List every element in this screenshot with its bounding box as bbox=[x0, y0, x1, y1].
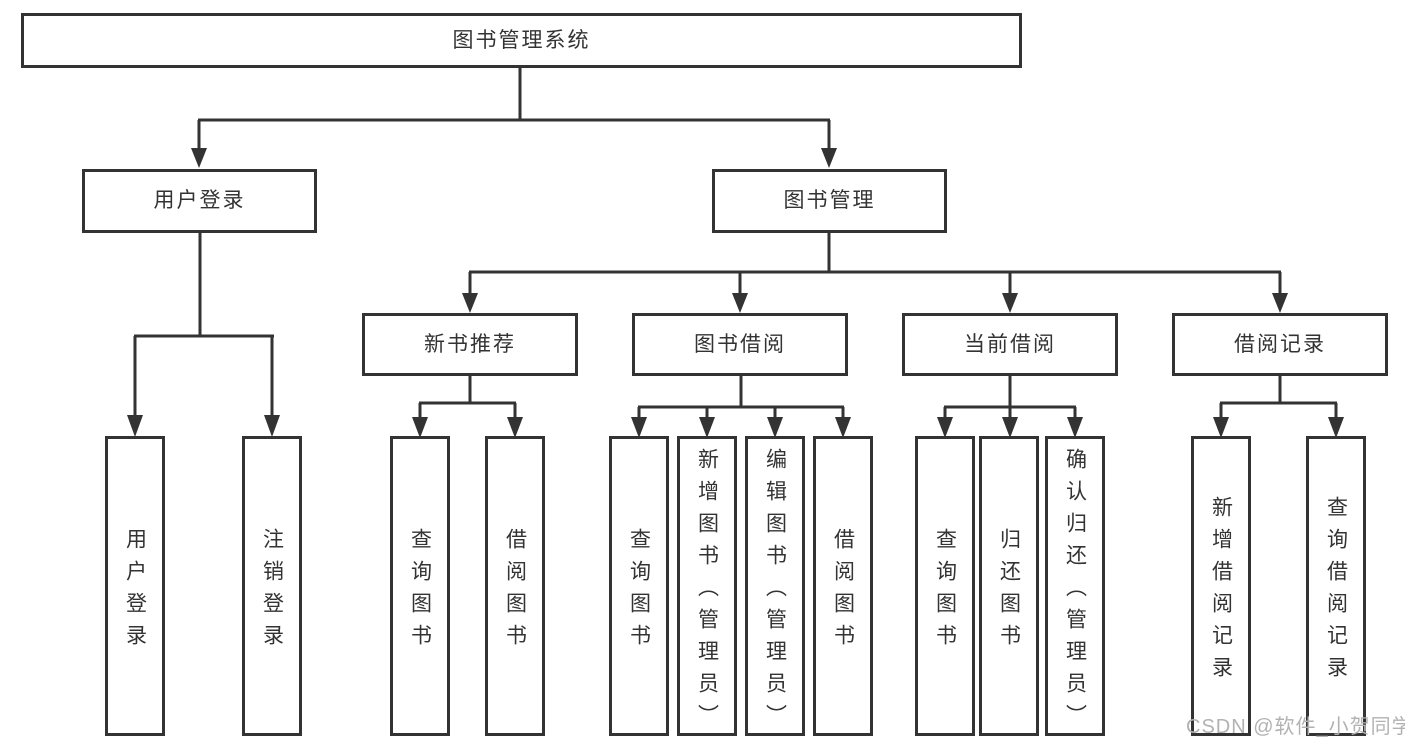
leaf-label: 用户登录 bbox=[123, 527, 147, 656]
leaf-borrow-query-books: 查询图书 bbox=[609, 436, 669, 736]
leaf-label: 注销登录 bbox=[260, 527, 284, 656]
leaf-recommend-query-books: 查询图书 bbox=[390, 436, 450, 736]
node-borrow-records: 借阅记录 bbox=[1172, 313, 1388, 376]
leaf-borrow-borrow-books: 借阅图书 bbox=[813, 436, 873, 736]
leaf-label: 查询图书 bbox=[627, 527, 651, 656]
node-label: 用户登录 bbox=[153, 189, 246, 213]
leaf-recommend-borrow-books: 借阅图书 bbox=[485, 436, 545, 736]
leaf-label: 新增图书（管理员） bbox=[695, 447, 719, 736]
node-label: 新书推荐 bbox=[424, 332, 516, 356]
node-book-management: 图书管理 bbox=[712, 169, 947, 233]
leaf-current-query-books: 查询图书 bbox=[915, 436, 975, 736]
node-label: 图书管理系统 bbox=[452, 28, 591, 52]
node-user-login: 用户登录 bbox=[82, 169, 317, 233]
leaf-borrow-edit-books-admin: 编辑图书（管理员） bbox=[745, 436, 805, 736]
leaf-current-confirm-return-admin: 确认归还（管理员） bbox=[1045, 436, 1105, 736]
leaf-current-return-books: 归还图书 bbox=[979, 436, 1039, 736]
node-root: 图书管理系统 bbox=[21, 13, 1022, 68]
leaf-label: 借阅图书 bbox=[831, 527, 855, 656]
leaf-label: 归还图书 bbox=[997, 527, 1021, 656]
leaf-logout: 注销登录 bbox=[242, 436, 302, 736]
csdn-watermark: CSDN @软件_小贺同学 bbox=[1186, 716, 1405, 738]
leaf-label: 借阅图书 bbox=[503, 527, 527, 656]
leaf-label: 确认归还（管理员） bbox=[1063, 447, 1087, 736]
leaf-user-login: 用户登录 bbox=[105, 436, 165, 736]
leaf-label: 查询图书 bbox=[408, 527, 432, 656]
leaf-label: 编辑图书（管理员） bbox=[763, 447, 787, 736]
node-current-borrow: 当前借阅 bbox=[902, 313, 1118, 376]
leaf-label: 新增借阅记录 bbox=[1209, 495, 1233, 688]
leaf-borrow-add-books-admin: 新增图书（管理员） bbox=[677, 436, 737, 736]
node-book-borrow: 图书借阅 bbox=[632, 313, 848, 376]
leaf-records-query-record: 查询借阅记录 bbox=[1306, 436, 1366, 736]
node-label: 借阅记录 bbox=[1234, 332, 1326, 356]
node-label: 图书借阅 bbox=[694, 332, 786, 356]
node-label: 图书管理 bbox=[783, 189, 876, 213]
node-new-book-recommend: 新书推荐 bbox=[362, 313, 578, 376]
leaf-label: 查询借阅记录 bbox=[1324, 495, 1348, 688]
leaf-records-add-record: 新增借阅记录 bbox=[1191, 436, 1251, 736]
node-label: 当前借阅 bbox=[964, 332, 1056, 356]
leaf-label: 查询图书 bbox=[933, 527, 957, 656]
